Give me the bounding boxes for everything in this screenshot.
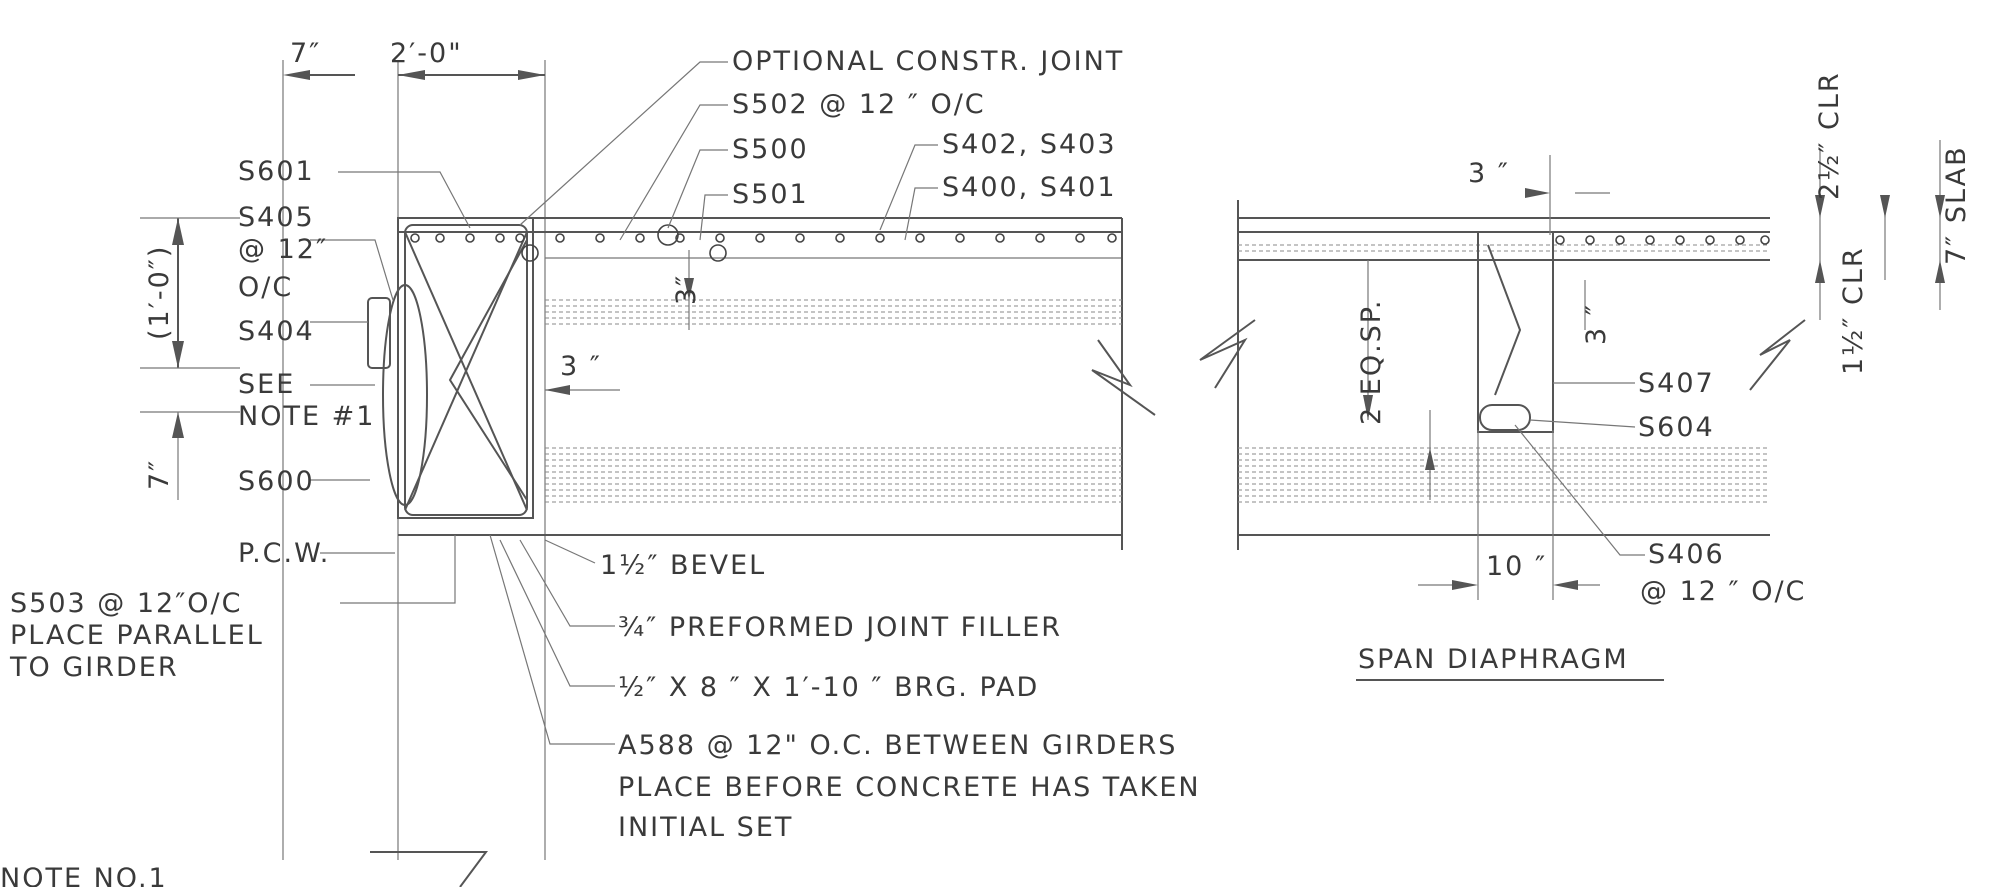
arrowhead <box>398 70 425 80</box>
callout-s405-oc: O/C <box>238 272 293 303</box>
s404-bar <box>367 297 391 369</box>
dim-2ft: 2′-0" <box>390 38 463 69</box>
girder-hatching <box>545 299 1122 503</box>
break-symbol-r2 <box>1749 319 1806 391</box>
dim-slab-7in: 7″ SLAB <box>1941 145 1972 265</box>
callout-a588-line1: A588 @ 12" O.C. BETWEEN GIRDERS <box>618 730 1177 761</box>
callout-a588-line2: PLACE BEFORE CONCRETE HAS TAKEN <box>618 772 1201 803</box>
callout-s600: S600 <box>238 466 315 497</box>
arrowhead <box>545 385 570 395</box>
arrowhead <box>1815 195 1825 218</box>
arrowhead <box>1363 395 1373 420</box>
girder-hatching-r <box>1238 244 1770 503</box>
hairpin-bar <box>448 239 528 501</box>
title-span-diaphragm: SPAN DIAPHRAGM <box>1358 644 1629 675</box>
callout-s501: S501 <box>732 179 809 210</box>
break-symbol-bottom <box>370 851 488 887</box>
leader-lines <box>310 61 938 745</box>
callout-s601: S601 <box>238 156 315 187</box>
span-diaphragm-outline <box>1477 231 1554 433</box>
diaphragm-outline <box>397 217 534 519</box>
arrowhead <box>1553 580 1578 590</box>
arrowhead <box>1815 260 1825 283</box>
dim-7in-top: 7″ <box>290 38 321 69</box>
dim-1-half-clr: 1½″ CLR <box>1838 246 1869 375</box>
arrowhead <box>283 70 310 80</box>
callout-filler: ¾″ PREFORMED JOINT FILLER <box>618 612 1062 643</box>
callout-s503-line3: TO GIRDER <box>9 652 179 683</box>
dim-2-half-clr: 2½″ CLR <box>1814 71 1845 200</box>
callout-note1: NOTE #1 <box>238 401 375 432</box>
arrowhead <box>1425 448 1435 470</box>
callout-s604: S604 <box>1638 412 1715 443</box>
callout-s402: S402, S403 <box>942 129 1117 160</box>
dim-3in-vert: 3″ <box>671 274 702 305</box>
arrowhead <box>1452 580 1478 590</box>
s604-bar <box>1479 404 1531 431</box>
callout-s405-spacing: @ 12″ <box>238 234 328 265</box>
stirrup-cage <box>404 224 528 516</box>
callout-s503-line2: PLACE PARALLEL <box>10 620 264 651</box>
break-symbol <box>1091 339 1156 416</box>
arrowhead <box>172 341 184 368</box>
dim-10in: 10 ″ <box>1486 551 1547 582</box>
arrowhead <box>1935 260 1945 283</box>
top-rebar-dots-r <box>1555 235 1770 245</box>
dim-1ft: (1′-0″) <box>144 245 175 340</box>
span-bar <box>1487 244 1522 396</box>
callout-s502: S502 @ 12 ″ O/C <box>732 89 986 120</box>
callout-s503: S503 @ 12″O/C <box>10 588 242 619</box>
arrowhead <box>518 70 545 80</box>
leader-lines-r <box>1514 382 1645 556</box>
dim-3in-diaphragm: 3 ″ <box>1468 158 1510 189</box>
arrowhead <box>1935 195 1945 218</box>
callout-a588-line3: INITIAL SET <box>618 812 793 843</box>
callout-brg-pad: ½″ X 8 ″ X 1′-10 ″ BRG. PAD <box>618 672 1039 703</box>
callout-pcw: P.C.W. <box>238 538 330 569</box>
dim-3in-diaphragm-vert: 3 ″ <box>1581 303 1612 345</box>
callout-s407: S407 <box>1638 368 1715 399</box>
arrowhead <box>684 278 694 300</box>
arrowhead <box>1525 188 1550 198</box>
dim-2-eq-sp: 2 EQ.SP. <box>1356 299 1387 425</box>
arrowhead <box>172 412 184 438</box>
dim-3in-mid: 3 ″ <box>560 351 602 382</box>
callout-s405: S405 <box>238 202 315 233</box>
callout-s406: S406 <box>1648 539 1725 570</box>
callout-s404: S404 <box>238 316 315 347</box>
callout-s406-spacing: @ 12 ″ O/C <box>1640 576 1806 607</box>
callout-s500: S500 <box>732 134 809 165</box>
break-symbol-r <box>1199 319 1256 389</box>
callout-see: SEE <box>238 369 295 400</box>
callout-bevel: 1½″ BEVEL <box>600 550 766 581</box>
dim-7in-left: 7″ <box>144 459 175 490</box>
arrowhead <box>1880 195 1890 218</box>
top-rebar-dots <box>410 224 1117 262</box>
callout-optional-joint: OPTIONAL CONSTR. JOINT <box>732 46 1124 77</box>
arrowhead <box>172 218 184 245</box>
callout-s400: S400, S401 <box>942 172 1117 203</box>
s600-bar-loop <box>382 284 428 506</box>
note-no1-title: NOTE NO.1 <box>0 863 168 887</box>
